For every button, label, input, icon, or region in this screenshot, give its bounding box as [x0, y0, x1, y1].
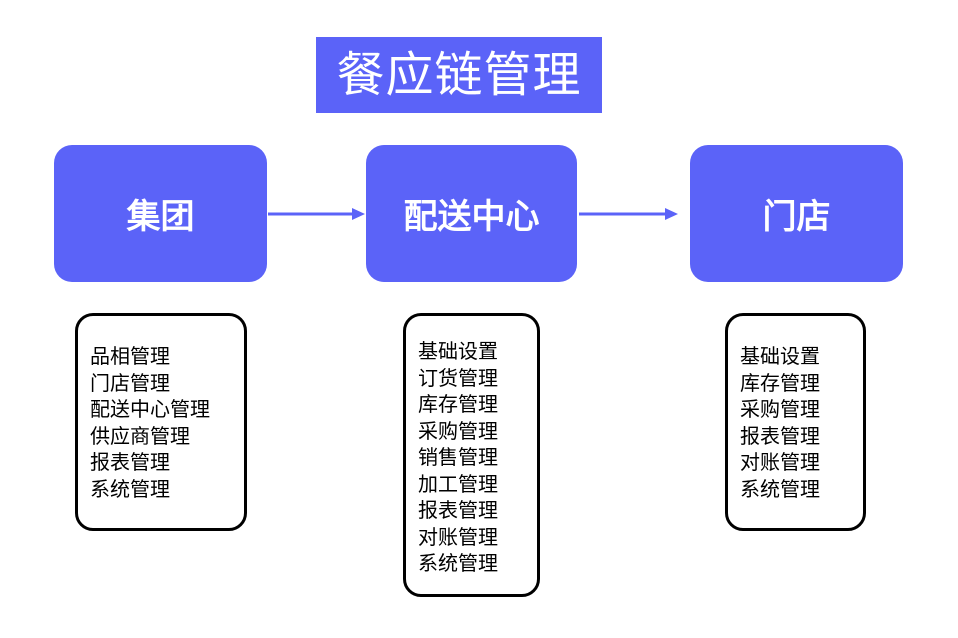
list-item: 系统管理	[740, 476, 820, 501]
diagram-title: 餐应链管理	[316, 37, 602, 113]
node-store: 门店	[690, 145, 903, 282]
arrow-dc-to-store	[579, 204, 679, 224]
list-item: 采购管理	[740, 397, 820, 421]
node-distribution-center-label: 配送中心	[403, 197, 540, 237]
list-item: 报表管理	[418, 498, 498, 522]
store-function-list: 基础设置 库存管理 采购管理 报表管理 对账管理 系统管理	[725, 313, 866, 531]
list-item: 对账管理	[418, 524, 498, 549]
list-item: 库存管理	[740, 370, 820, 395]
list-item: 配送中心管理	[90, 397, 210, 421]
list-item: 系统管理	[90, 476, 170, 501]
node-group-label: 集团	[126, 197, 195, 237]
list-item: 系统管理	[418, 551, 498, 575]
node-distribution-center: 配送中心	[366, 145, 577, 282]
list-item: 基础设置	[418, 339, 498, 363]
list-item: 报表管理	[90, 450, 170, 474]
arrow-group-to-dc	[268, 204, 366, 224]
list-item: 报表管理	[740, 423, 820, 448]
group-function-list: 品相管理 门店管理 配送中心管理 供应商管理 报表管理 系统管理	[75, 313, 247, 531]
list-item: 加工管理	[418, 471, 498, 496]
list-item: 基础设置	[740, 344, 820, 368]
list-item: 门店管理	[90, 370, 170, 395]
list-item: 供应商管理	[90, 423, 190, 448]
list-item: 库存管理	[418, 392, 498, 416]
list-item: 销售管理	[418, 445, 498, 469]
node-group: 集团	[54, 145, 267, 282]
list-item: 品相管理	[90, 344, 170, 368]
list-item: 对账管理	[740, 450, 820, 474]
node-store-label: 门店	[762, 197, 831, 237]
distribution-center-function-list: 基础设置 订货管理 库存管理 采购管理 销售管理 加工管理 报表管理 对账管理 …	[403, 313, 540, 597]
list-item: 采购管理	[418, 418, 498, 443]
list-item: 订货管理	[418, 365, 498, 390]
